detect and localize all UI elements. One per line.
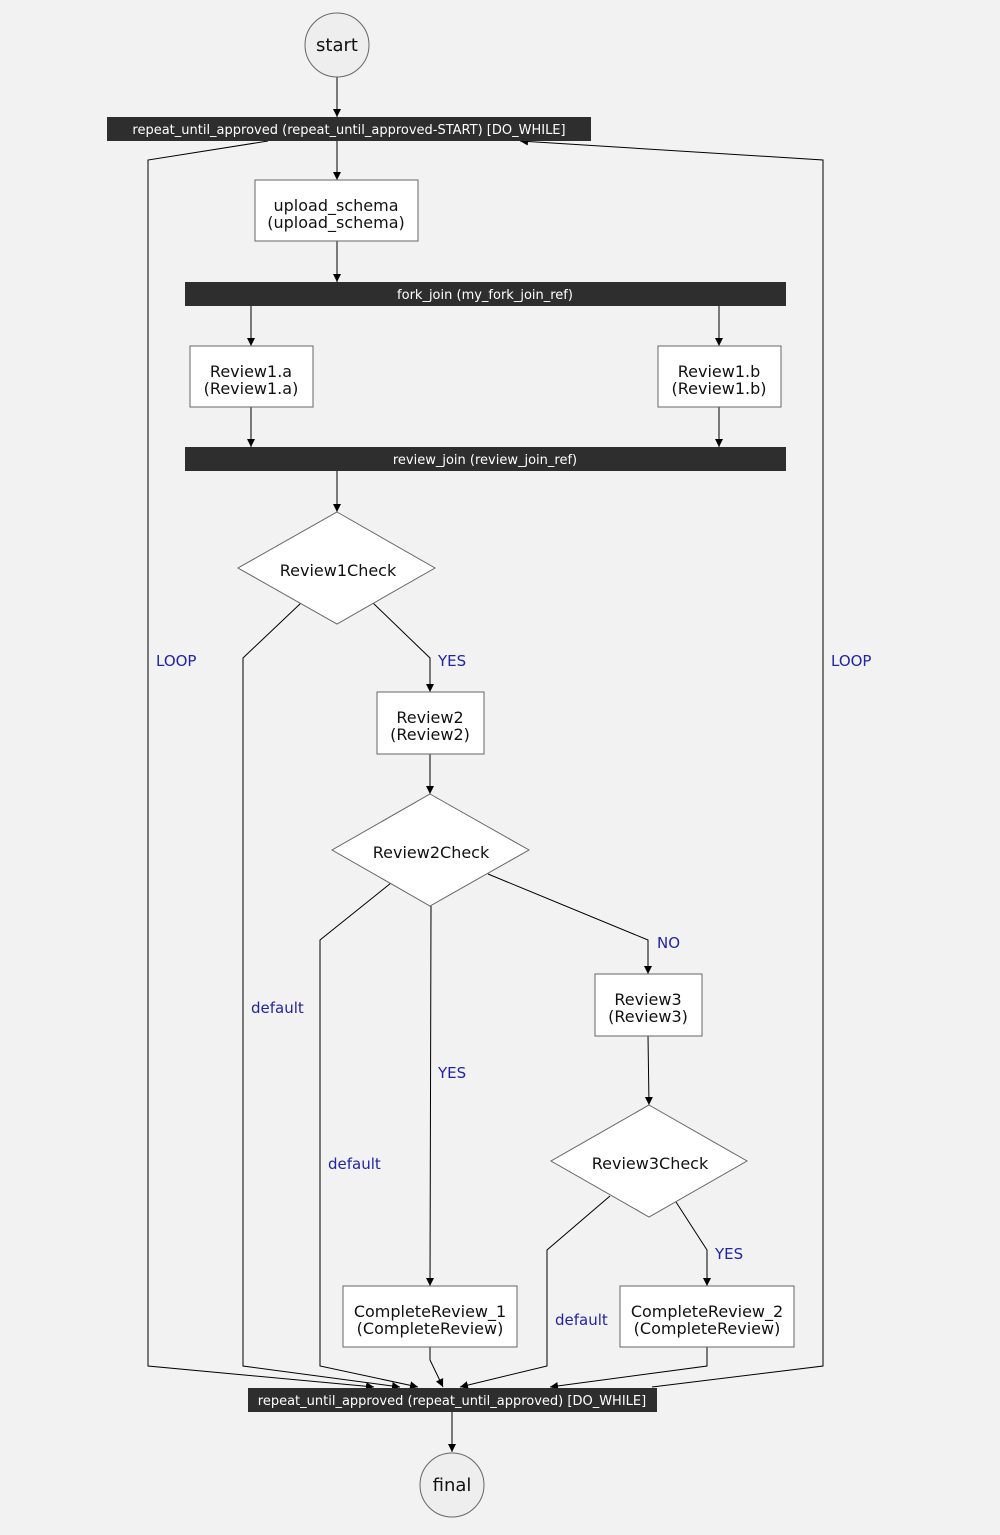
- start-node-label: start: [316, 35, 358, 56]
- decision-review2check-label: Review2Check: [373, 843, 490, 862]
- task-complete-review-2-ref: (CompleteReview): [634, 1319, 781, 1338]
- task-complete-review-1[interactable]: CompleteReview_1 (CompleteReview): [342, 1285, 518, 1348]
- loop-end-bar-label: repeat_until_approved (repeat_until_appr…: [258, 1394, 646, 1409]
- task-review3[interactable]: Review3 (Review3): [594, 973, 703, 1037]
- task-review2-ref: (Review2): [390, 725, 470, 744]
- edge-review1check-default: [242, 602, 401, 1390]
- task-upload-schema-name: upload_schema: [274, 196, 399, 216]
- edges: [147, 77, 824, 1452]
- decision-review3check-label: Review3Check: [592, 1154, 709, 1173]
- task-upload-schema-ref: (upload_schema): [267, 213, 404, 233]
- task-review1a[interactable]: Review1.a (Review1.a): [189, 345, 314, 408]
- edge-complete2-to-end: [549, 1347, 708, 1390]
- task-review1b-name: Review1.b: [678, 362, 761, 381]
- join-bar[interactable]: review_join (review_join_ref): [185, 447, 786, 471]
- task-review2[interactable]: Review2 (Review2): [376, 691, 485, 755]
- edge-label-review2-yes: YES: [437, 1064, 466, 1082]
- edge-label-loop-right: LOOP: [831, 652, 871, 670]
- edge-label-review2-no: NO: [657, 934, 680, 952]
- task-review2-name: Review2: [396, 708, 463, 727]
- loop-end-bar[interactable]: repeat_until_approved (repeat_until_appr…: [248, 1388, 657, 1412]
- edge-review2check-no: [487, 873, 652, 974]
- decision-review1check[interactable]: Review1Check: [236, 511, 437, 625]
- decision-review2check[interactable]: Review2Check: [330, 793, 531, 907]
- task-review1b[interactable]: Review1.b (Review1.b): [657, 345, 782, 408]
- task-complete-review-1-ref: (CompleteReview): [357, 1319, 504, 1338]
- decision-review1check-label: Review1Check: [280, 561, 397, 580]
- edge-loop-right: [519, 137, 824, 1388]
- edge-review2check-yes: [426, 905, 435, 1287]
- task-review1a-ref: (Review1.a): [204, 379, 299, 398]
- edge-review1check-yes: [372, 602, 434, 692]
- task-review3-name: Review3: [614, 990, 681, 1009]
- fork-bar[interactable]: fork_join (my_fork_join_ref): [185, 282, 786, 306]
- task-complete-review-2[interactable]: CompleteReview_2 (CompleteReview): [619, 1285, 795, 1348]
- loop-start-bar[interactable]: repeat_until_approved (repeat_until_appr…: [107, 117, 591, 141]
- edge-review2check-default: [319, 882, 419, 1390]
- edge-label-review1-default: default: [251, 999, 304, 1017]
- loop-start-bar-label: repeat_until_approved (repeat_until_appr…: [132, 123, 565, 138]
- edge-review3check-default: [459, 1195, 611, 1390]
- edge-label-review3-default: default: [555, 1311, 608, 1329]
- task-review1b-ref: (Review1.b): [672, 379, 767, 398]
- task-review3-ref: (Review3): [608, 1007, 688, 1026]
- edge-label-loop-left: LOOP: [156, 652, 196, 670]
- join-bar-label: review_join (review_join_ref): [393, 453, 577, 468]
- edge-review3-to-check: [644, 1035, 653, 1106]
- fork-bar-label: fork_join (my_fork_join_ref): [397, 288, 573, 303]
- edge-label-review1-yes: YES: [437, 652, 466, 670]
- edge-review3check-yes: [675, 1201, 711, 1286]
- task-upload-schema[interactable]: upload_schema (upload_schema): [254, 179, 419, 242]
- edge-complete1-to-end: [429, 1347, 444, 1388]
- decision-review3check[interactable]: Review3Check: [549, 1104, 749, 1218]
- task-complete-review-2-name: CompleteReview_2: [631, 1302, 783, 1322]
- edge-labels: LOOP LOOP YES default NO YES default YES…: [156, 652, 871, 1329]
- edge-label-review3-yes: YES: [714, 1245, 743, 1263]
- edge-label-review2-default: default: [328, 1155, 381, 1173]
- task-complete-review-1-name: CompleteReview_1: [354, 1302, 506, 1322]
- final-node-label: final: [433, 1475, 472, 1496]
- task-review1a-name: Review1.a: [210, 362, 292, 381]
- edge-loop-left: [147, 140, 375, 1391]
- final-node[interactable]: final: [419, 1452, 485, 1518]
- start-node[interactable]: start: [304, 12, 370, 78]
